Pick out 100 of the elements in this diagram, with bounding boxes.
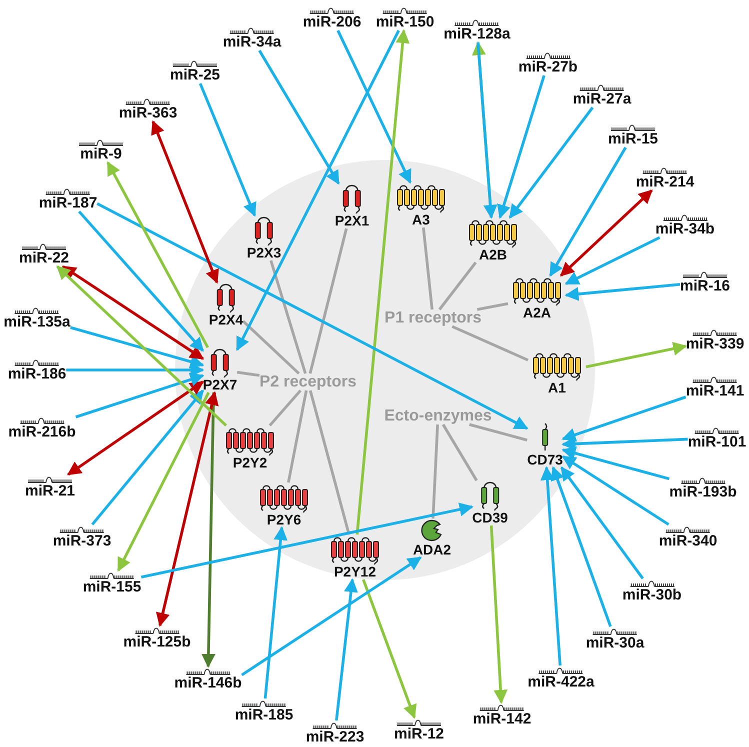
mirna-label: miR-422a — [528, 674, 594, 690]
connector-line — [236, 370, 260, 377]
connector-line — [432, 424, 439, 519]
arrow — [362, 579, 417, 719]
connector-line — [476, 302, 508, 311]
receptor-label: P2Y6 — [266, 512, 302, 528]
connector-line — [308, 390, 350, 535]
mirna-label: miR-186 — [8, 366, 66, 382]
receptor-label: P2X1 — [334, 214, 370, 228]
connector-line — [268, 390, 302, 426]
arrow — [91, 390, 204, 526]
connector-line — [469, 423, 528, 442]
mirna-label: miR-12 — [394, 726, 444, 742]
double-arrow — [560, 189, 653, 277]
arrow — [564, 236, 660, 285]
connector-line — [308, 228, 348, 374]
receptor-label: ADA2 — [412, 542, 452, 558]
mirna-label: miR-214 — [636, 174, 694, 190]
receptor-label: P2X4 — [208, 312, 244, 328]
mirna-label: miR-27b — [518, 60, 578, 76]
group-label: P1 receptors — [384, 310, 482, 326]
receptor-label: A1 — [548, 380, 566, 396]
group-label: Ecto-enzymes — [384, 408, 492, 424]
connector-line — [452, 325, 529, 362]
receptor-label: P2Y12 — [334, 564, 376, 580]
arrow — [258, 50, 340, 185]
arrow — [75, 372, 204, 418]
double-arrow — [156, 391, 219, 627]
arrow — [335, 578, 358, 721]
mirna-label: miR-16 — [680, 278, 730, 294]
mirna-label: miR-30b — [622, 588, 682, 604]
receptor-label: P2X7 — [202, 378, 238, 392]
arrow — [497, 75, 546, 219]
mirna-label: miR-206 — [302, 14, 362, 30]
mirna-label: miR-34a — [222, 34, 282, 50]
mirna-label: miR-15 — [608, 132, 658, 148]
arrow — [562, 396, 686, 442]
mirna-label: miR-223 — [306, 730, 364, 746]
arrow — [549, 146, 627, 277]
arrow — [56, 265, 228, 427]
group-label: P2 receptors — [260, 374, 356, 390]
arrow — [140, 502, 474, 578]
mirna-label: miR-30a — [586, 636, 644, 652]
arrow — [586, 342, 688, 368]
mirna-label: miR-363 — [118, 106, 178, 122]
receptor-label: CD39 — [472, 510, 508, 526]
mirna-label: miR-125b — [123, 634, 191, 650]
mirna-label: miR-22 — [18, 250, 70, 266]
mirna-label: miR-135a — [4, 314, 70, 330]
arrow — [264, 526, 288, 699]
arrow — [106, 161, 210, 348]
mirna-label: miR-216b — [8, 424, 76, 440]
receptor-label: P2X3 — [246, 246, 282, 260]
mirna-label: miR-34b — [655, 222, 715, 238]
arrow — [562, 436, 688, 451]
mirna-label: miR-146b — [174, 676, 242, 692]
arrow — [490, 525, 508, 704]
receptor-label: A2A — [522, 306, 551, 320]
arrow — [508, 106, 594, 219]
mirna-label: miR-187 — [38, 196, 98, 212]
mirna-label: miR-25 — [170, 68, 220, 84]
receptor-label: A2B — [478, 248, 507, 262]
mirna-label: miR-339 — [686, 336, 744, 352]
connector-line — [438, 262, 477, 310]
arrow — [78, 210, 204, 352]
arrow — [550, 466, 612, 627]
mirna-label: miR-185 — [234, 708, 294, 724]
receptor-label: P2Y2 — [232, 456, 268, 470]
connector-line — [287, 390, 308, 483]
mirna-label: miR-142 — [472, 712, 532, 728]
mirna-label: miR-21 — [24, 484, 76, 500]
mirna-label: miR-141 — [686, 384, 744, 400]
connector-line — [422, 227, 434, 310]
arrow — [70, 326, 204, 368]
arrow — [564, 283, 680, 301]
double-arrow — [151, 120, 219, 284]
mirna-label: miR-101 — [688, 434, 746, 450]
mirna-label: miR-340 — [658, 534, 718, 550]
arrow — [336, 30, 412, 184]
mirna-label: miR-27a — [572, 92, 632, 108]
arrow — [117, 392, 210, 572]
mirna-label: miR-128a — [444, 26, 510, 42]
arrow — [198, 82, 256, 217]
arrow — [241, 556, 422, 676]
receptor-label: CD73 — [527, 452, 563, 468]
arrow — [356, 29, 410, 535]
connector-line — [242, 320, 300, 375]
receptor-label: A3 — [412, 212, 430, 228]
mirna-label: miR-155 — [82, 580, 142, 596]
mirna-label: miR-373 — [52, 534, 112, 550]
arrow — [562, 446, 670, 480]
arrow — [560, 466, 644, 580]
mirna-label: miR-150 — [376, 14, 434, 30]
arrow — [236, 30, 400, 352]
connector-line — [270, 260, 307, 374]
double-arrow — [62, 265, 204, 360]
double-arrow — [67, 380, 204, 476]
arrow — [96, 202, 528, 430]
mirna-label: miR-9 — [80, 146, 122, 162]
arrow — [201, 392, 216, 668]
